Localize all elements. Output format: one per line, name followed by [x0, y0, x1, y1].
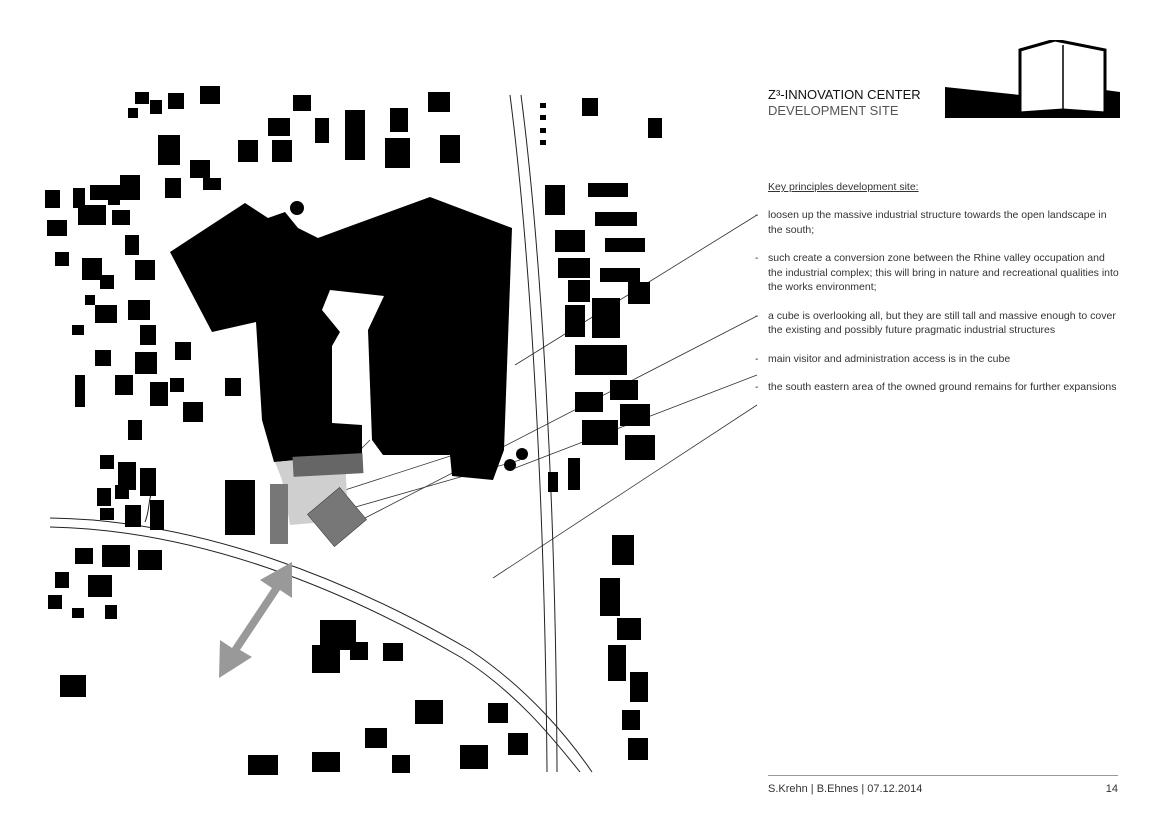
principle-text: a cube is overlooking all, but they are … [768, 309, 1116, 337]
new-building [292, 453, 364, 477]
principle-text: loosen up the massive industrial structu… [768, 209, 1107, 236]
principle-item: -a cube is overlooking all, but they are… [755, 309, 1116, 337]
footer-authors: S.Krehn | B.Ehnes | 07.12.2014 [768, 783, 923, 795]
silo [516, 448, 528, 460]
principles-heading: Key principles development site: [768, 181, 919, 193]
surrounding-buildings [45, 86, 662, 775]
principle-item: -main visitor and administration access … [755, 352, 1011, 365]
page-number: 14 [1105, 783, 1118, 795]
principle-text: the south eastern area of the owned grou… [768, 381, 1117, 393]
silo [504, 459, 516, 471]
site-plan [45, 86, 758, 775]
principle-item: -loosen up the massive industrial struct… [755, 209, 1107, 236]
cube-building-logo [945, 40, 1120, 118]
footer-divider [768, 775, 1118, 776]
access-arrow [219, 562, 292, 678]
new-building [270, 484, 288, 544]
silo [290, 201, 304, 215]
principle-text: main visitor and administration access i… [768, 352, 1011, 365]
industrial-complex [170, 197, 512, 480]
principle-text: such create a conversion zone between th… [768, 252, 1119, 293]
principle-item: -such create a conversion zone between t… [755, 252, 1119, 293]
principles-list: -loosen up the massive industrial struct… [755, 208, 1120, 409]
principle-item: -the south eastern area of the owned gro… [755, 381, 1117, 393]
innovation-cube [307, 487, 367, 547]
railway [509, 94, 558, 773]
project-subtitle: DEVELOPMENT SITE [768, 103, 899, 118]
project-title: Z³-INNOVATION CENTER [768, 87, 921, 102]
